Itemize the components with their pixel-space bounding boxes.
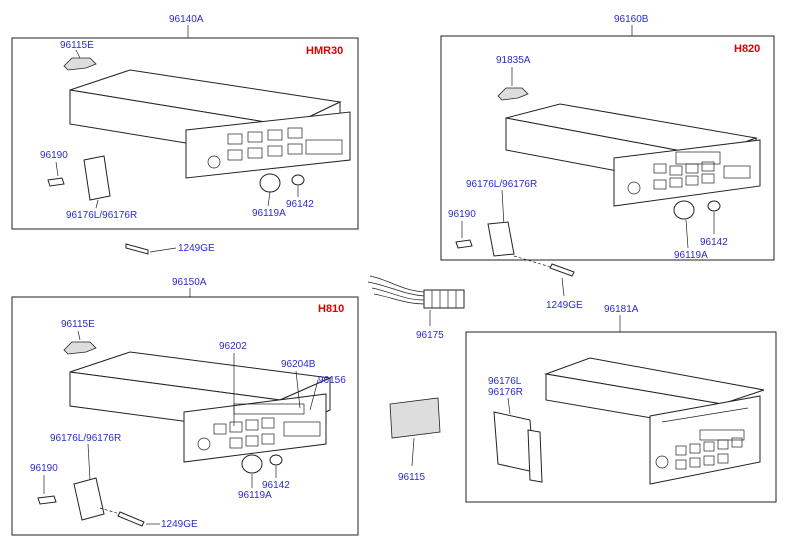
bracket bbox=[487, 221, 515, 257]
label-96115E: 96115E bbox=[60, 40, 94, 51]
wire-harness-96175: 96175 bbox=[367, 275, 465, 341]
bracket bbox=[83, 155, 111, 201]
label-96142: 96142 bbox=[262, 480, 290, 491]
model-H820: H820 bbox=[734, 43, 760, 55]
label-96175: 96175 bbox=[416, 330, 444, 341]
label-96119A: 96119A bbox=[674, 250, 708, 261]
connector bbox=[423, 289, 465, 309]
panel-96181A: 96181A 96176L 96176R bbox=[465, 304, 777, 503]
clip-part bbox=[497, 87, 529, 101]
knob-cap bbox=[291, 174, 305, 186]
panel-box bbox=[465, 331, 777, 503]
bracket-side bbox=[527, 429, 543, 483]
panel-box bbox=[11, 37, 359, 230]
bracket bbox=[73, 477, 105, 521]
cd-unit bbox=[544, 357, 765, 485]
label-96119A: 96119A bbox=[238, 490, 272, 501]
panel-box bbox=[440, 35, 775, 261]
knob-cap bbox=[707, 200, 721, 212]
knob bbox=[259, 173, 281, 193]
radio-unit bbox=[505, 103, 761, 207]
radio-unit bbox=[69, 351, 332, 463]
radio-unit bbox=[69, 69, 351, 179]
label-96115E: 96115E bbox=[61, 319, 95, 330]
label-96115: 96115 bbox=[398, 472, 426, 483]
label-96176L-96176R: 96176L/96176R bbox=[50, 433, 121, 444]
label-96204B: 96204B bbox=[281, 359, 316, 370]
label-96176L: 96176L bbox=[488, 376, 522, 387]
model-HMR30: HMR30 bbox=[306, 45, 343, 57]
label-96160B: 96160B bbox=[614, 14, 649, 25]
panel-96150A: 96150A H810 96115E 96202 96204B bbox=[11, 277, 359, 536]
label-96176R: 96176R bbox=[488, 387, 523, 398]
clip-part bbox=[63, 341, 97, 355]
label-1249GE: 1249GE bbox=[161, 519, 198, 530]
label-96190: 96190 bbox=[30, 463, 58, 474]
knob bbox=[673, 200, 695, 220]
panel-box bbox=[11, 296, 359, 536]
label-96119A: 96119A bbox=[252, 208, 286, 219]
screw bbox=[37, 495, 57, 505]
knob-cap bbox=[269, 454, 283, 466]
clip-part bbox=[63, 57, 97, 71]
label-1249GE: 1249GE bbox=[178, 243, 215, 254]
model-H810: H810 bbox=[318, 303, 344, 315]
label-96190: 96190 bbox=[40, 150, 68, 161]
screw-1249GE bbox=[117, 511, 145, 527]
label-96142: 96142 bbox=[286, 199, 314, 210]
screw bbox=[47, 177, 65, 187]
label-91835A: 91835A bbox=[496, 55, 531, 66]
label-96176L-96176R: 96176L/96176R bbox=[466, 179, 537, 190]
screw-1249GE bbox=[549, 263, 575, 277]
knob bbox=[241, 454, 263, 474]
label-1249GE: 1249GE bbox=[546, 300, 583, 311]
label-96156: 96156 bbox=[318, 375, 346, 386]
label-96150A: 96150A bbox=[172, 277, 207, 288]
panel-96140A: 96140A HMR30 96115E 96190 bbox=[11, 14, 359, 255]
screw bbox=[455, 239, 473, 249]
screw-1249GE bbox=[125, 243, 149, 255]
label-96202: 96202 bbox=[219, 341, 247, 352]
label-96190: 96190 bbox=[448, 209, 476, 220]
label-96142: 96142 bbox=[700, 237, 728, 248]
label-96140A: 96140A bbox=[169, 14, 204, 25]
label-96181A: 96181A bbox=[604, 304, 639, 315]
pad-96115: 96115 bbox=[389, 397, 441, 483]
label-96176L-96176R: 96176L/96176R bbox=[66, 210, 137, 221]
panel-96160B: 96160B H820 91835A 96176L/96176R bbox=[440, 14, 775, 311]
